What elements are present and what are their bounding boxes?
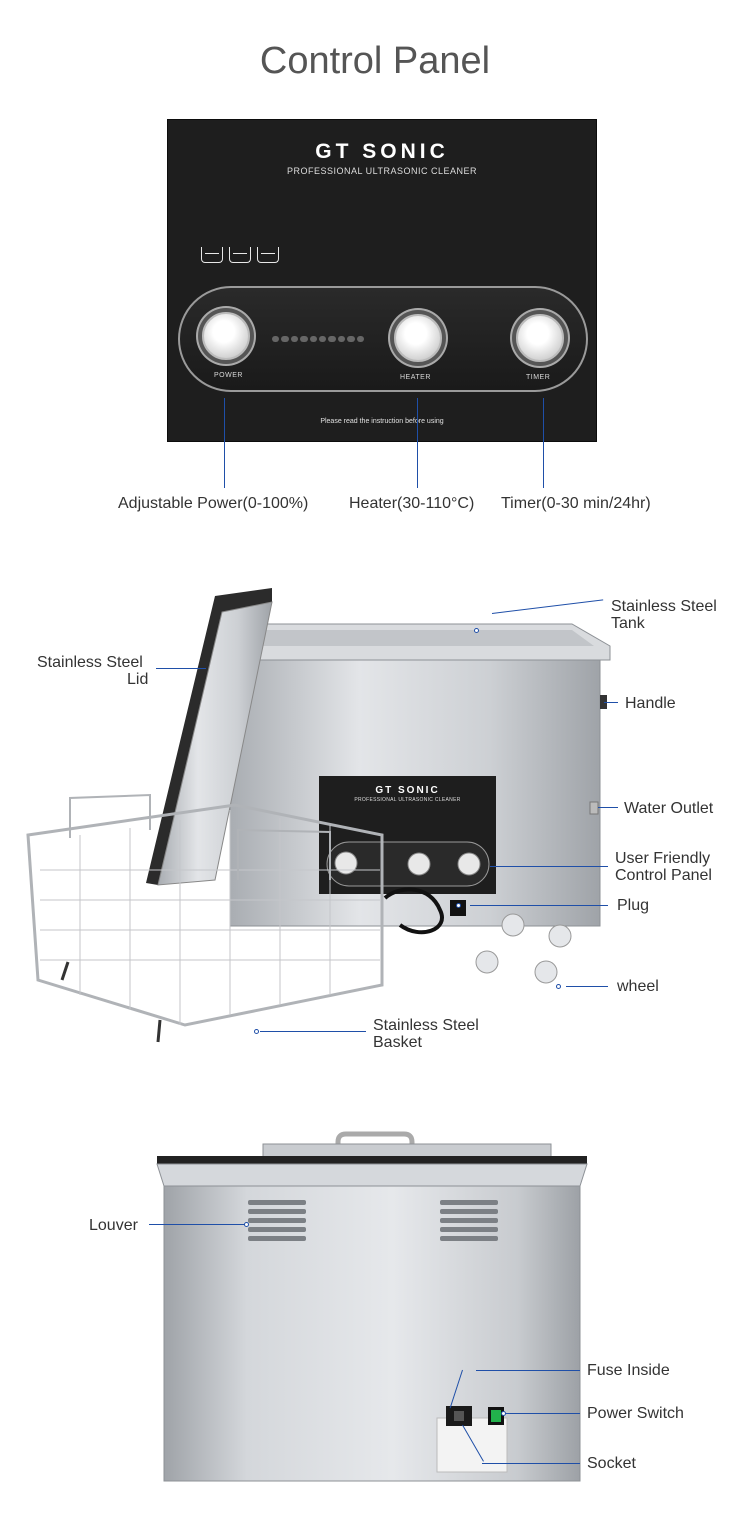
lid-callout-line2: Lid — [127, 671, 149, 688]
handle-callout: Handle — [625, 695, 676, 712]
tank-callout-line2: Tank — [611, 615, 645, 632]
callout-line — [604, 702, 618, 703]
callout-line — [566, 986, 608, 987]
callout-line — [417, 398, 418, 488]
socket-callout: Socket — [587, 1455, 636, 1472]
power-knob — [202, 312, 250, 360]
power-label: POWER — [214, 372, 243, 379]
heater-label: HEATER — [400, 374, 431, 381]
small-panel-brand: GT SONIC — [375, 785, 440, 796]
callout-line — [260, 1031, 366, 1032]
timer-knob — [516, 314, 564, 362]
cleaner-product-illustration — [26, 588, 611, 1043]
instruction-text: Please read the instruction before using — [320, 418, 444, 425]
lid-callout-line1: Stainless Steel — [37, 654, 143, 671]
callout-dot — [474, 628, 479, 633]
callout-line — [149, 1224, 247, 1225]
control-panel-callout-line2: Control Panel — [615, 867, 712, 884]
callout-dot — [456, 903, 461, 908]
callout-line — [505, 1413, 580, 1414]
plug-callout: Plug — [617, 897, 650, 914]
fuse-callout: Fuse Inside — [587, 1362, 670, 1379]
callout-line — [156, 668, 206, 669]
callout-line — [470, 905, 608, 906]
callout-line — [476, 1370, 580, 1371]
timer-label: TIMER — [526, 374, 551, 381]
brand-subtitle: PROFESSIONAL ULTRASONIC CLEANER — [286, 166, 478, 176]
wheel-callout: wheel — [617, 978, 659, 995]
cleaner-back-illustration — [156, 1131, 588, 1482]
callout-dot — [501, 1411, 506, 1416]
callout-dot — [254, 1029, 259, 1034]
power-callout: Adjustable Power(0-100%) — [118, 495, 309, 512]
callout-line — [224, 398, 225, 488]
callout-dot — [556, 984, 561, 989]
wash-icon — [229, 247, 251, 263]
tank-callout-line1: Stainless Steel — [611, 598, 717, 615]
power-scale — [272, 336, 365, 342]
callout-line — [490, 866, 608, 867]
control-panel-callout-line1: User Friendly — [615, 850, 711, 867]
brand-logo: GT SONIC — [315, 140, 449, 163]
control-panel-image: GT SONIC PROFESSIONAL ULTRASONIC CLEANER… — [167, 119, 597, 442]
callout-line — [543, 398, 544, 488]
wash-icon — [257, 247, 279, 263]
callout-dot — [244, 1222, 249, 1227]
basket-callout-line2: Basket — [373, 1034, 422, 1051]
basket-callout-line1: Stainless Steel — [373, 1017, 479, 1034]
small-panel-subtitle: PROFESSIONAL ULTRASONIC CLEANER — [354, 797, 461, 803]
wash-icon — [201, 247, 223, 263]
wash-icons — [201, 247, 285, 265]
callout-line — [598, 807, 618, 808]
knob-panel: POWER HEATER TIMER — [178, 286, 588, 392]
louver-callout: Louver — [89, 1217, 138, 1234]
timer-callout: Timer(0-30 min/24hr) — [501, 495, 651, 512]
water-outlet-callout: Water Outlet — [624, 800, 714, 817]
heater-knob — [394, 314, 442, 362]
power-switch-callout: Power Switch — [587, 1405, 684, 1422]
callout-line — [482, 1463, 580, 1464]
heater-callout: Heater(30-110°C) — [349, 495, 475, 512]
section-title: Control Panel — [259, 40, 491, 82]
